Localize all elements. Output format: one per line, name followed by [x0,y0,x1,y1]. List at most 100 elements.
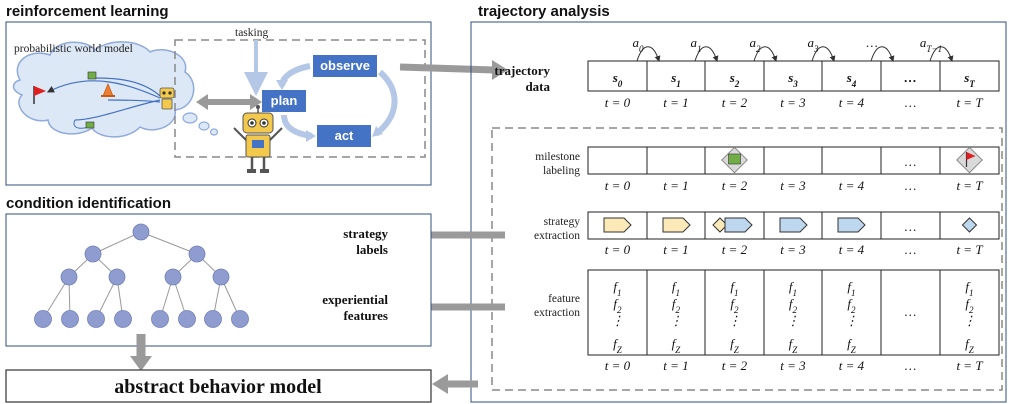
action-arc [870,46,895,62]
feature-label: fZ [672,336,682,355]
feature-time-label: … [905,358,917,373]
feature-label: ⋮ [728,313,741,328]
feature-label: ⋮ [670,313,683,328]
state-time-label: … [905,95,917,110]
trajectory-data-label-1: trajectory [494,63,550,78]
milestone-time-label: … [905,178,917,193]
feature-time-label: t = 0 [605,358,631,373]
action-label: … [866,35,878,50]
tree-node [164,268,182,286]
milestone-time-label: t = 0 [605,178,631,193]
tree-edge [92,231,142,255]
feature-label: fZ [965,336,975,355]
feature-label: f2 [847,296,856,315]
feature-label: f2 [789,296,798,315]
state-time-label: t = 4 [839,95,865,110]
milestone-marker-icon [721,146,748,174]
feature-label: f1 [789,279,797,298]
trajectory-section-title: trajectory analysis [478,3,610,20]
feature-label: fZ [847,336,857,355]
agent-dashed-box [174,39,426,158]
strategy-label-2: extraction [534,230,580,242]
state-time-label: t = 0 [605,95,631,110]
experiential-output-label-2: features [343,308,388,323]
tree-node [231,310,249,328]
goal-flag-milestone-icon [956,146,983,174]
action-arc [929,46,954,62]
strategy-b-icon [779,217,808,233]
observe-box [313,55,377,77]
strategy-a-icon [603,217,632,233]
state-label: s3 [787,70,798,89]
feature-label: f1 [672,279,680,298]
strategy-time-label: t = T [956,242,983,257]
feature-time-label: t = 4 [839,358,865,373]
strategy-cell [880,211,941,240]
feature-label: f2 [613,296,622,315]
feature-time-label: t = 2 [722,358,748,373]
state-cell [880,60,941,92]
feature-cell [880,269,941,356]
feature-label: f2 [965,296,974,315]
abstract-behavior-model-box [5,369,432,403]
state-label: s4 [846,70,857,89]
feature-label: fZ [613,336,623,355]
feature-label: fZ [789,336,799,355]
feature-label: ⋮ [787,313,800,328]
tree-node [114,310,132,328]
tree-node [84,245,102,263]
milestone-time-label: t = 2 [722,178,748,193]
state-time-label: t = 3 [780,95,806,110]
plan-label: plan [271,93,298,108]
action-arc [694,46,719,62]
analysis-to-abm-arrow [432,374,478,394]
analysis-dashed-box [491,127,1003,391]
milestone-time-label: t = 4 [839,178,865,193]
action-label: a1 [690,35,701,54]
strategy-a-icon [662,217,691,233]
milestone-time-label: t = T [956,178,983,193]
feature-label: f1 [965,279,973,298]
strategy-time-label: t = 1 [663,242,688,257]
feature-label: f1 [847,279,855,298]
milestone-label-1: milestone [535,151,580,163]
observe-to-trajectory-arrow [399,60,508,80]
decision-tree [34,223,249,328]
milestone-cell [587,146,648,175]
feature-label-1: feature [548,293,580,305]
state-cell [587,60,648,92]
feature-label: f1 [730,279,738,298]
action-label: a3 [807,35,819,54]
milestone-cell [880,146,941,175]
feature-cell [939,269,1000,356]
strategy-ellipsis: … [905,219,917,234]
state-label: sT [963,70,975,89]
strategy-time-label: t = 4 [839,242,865,257]
tree-node [61,310,79,328]
milestone-cell [646,146,706,175]
feature-cell [704,269,765,356]
action-arc [636,46,661,62]
feature-cell [587,269,648,356]
milestone-cell [821,146,882,175]
feature-label: fZ [730,336,740,355]
state-cell [939,60,1000,92]
tree-node [178,310,196,328]
feature-cell [763,269,823,356]
milestone-label-2: labeling [543,165,580,177]
tree-node [34,310,52,328]
world-model-label: probabilistic world model [14,43,133,55]
tree-node [87,310,105,328]
rl-section-title: reinforcement learning [6,3,169,20]
state-cell [763,60,823,92]
feature-label: f1 [613,279,621,298]
state-cell [704,60,765,92]
feature-label: f2 [672,296,681,315]
milestone-time-label: t = 3 [780,178,806,193]
milestone-cell [763,146,823,175]
